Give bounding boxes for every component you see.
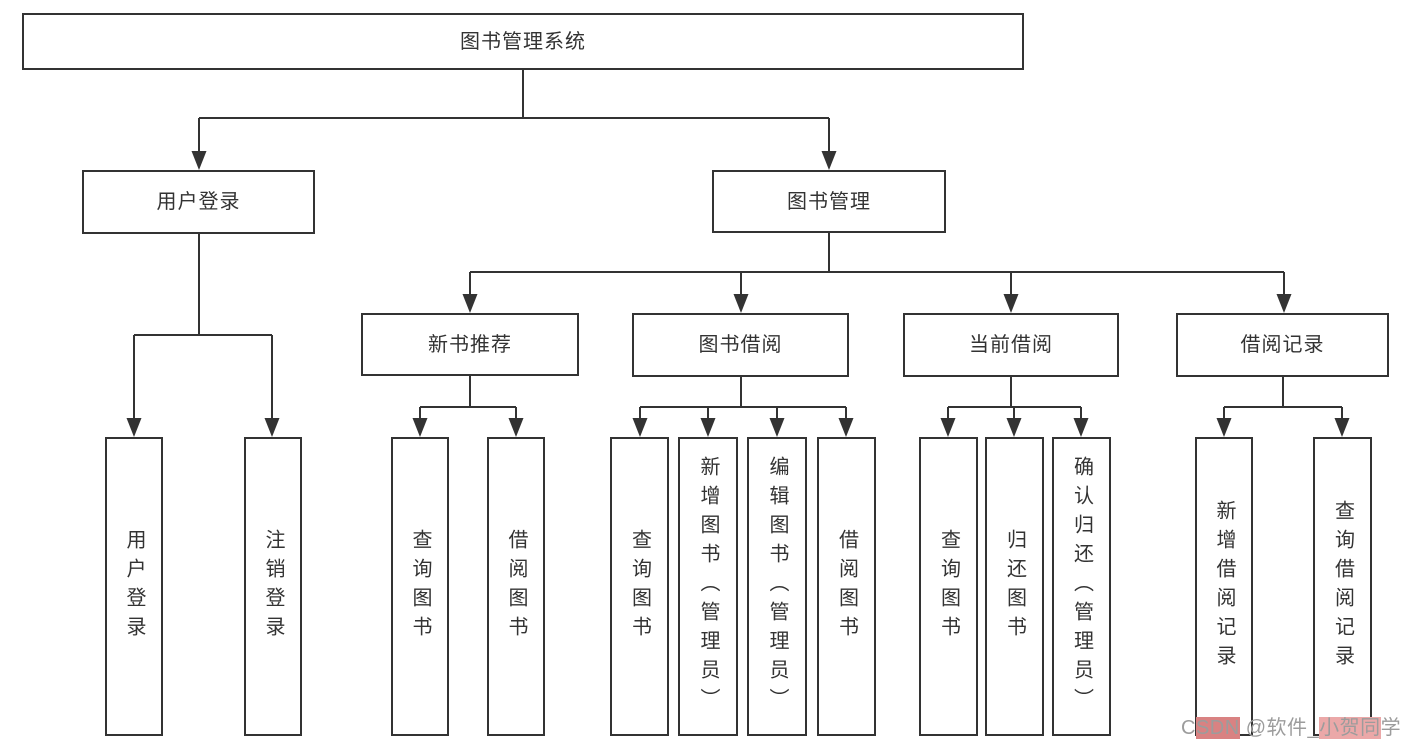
arrowheads: [126, 151, 1350, 437]
node-label: 确认归还（管理员）: [1070, 456, 1093, 717]
node-bb-query-books: 查询图书: [610, 437, 669, 736]
node-root: 图书管理系统: [22, 13, 1024, 70]
node-cb-query-books: 查询图书: [919, 437, 978, 736]
node-label: 用户登录: [156, 191, 241, 213]
node-book-mgmt: 图书管理: [712, 170, 946, 233]
node-label: 归还图书: [1003, 528, 1026, 645]
node-br-query-record: 查询借阅记录: [1313, 437, 1372, 736]
node-borrow-records: 借阅记录: [1176, 313, 1389, 377]
node-label: 用户登录: [123, 528, 145, 645]
node-label: 图书借阅: [698, 334, 783, 356]
watermark-name-highlight: 小贺同: [1319, 717, 1381, 739]
node-label: 借阅图书: [835, 528, 858, 645]
node-leaf-user-login: 用户登录: [105, 437, 163, 736]
node-label: 查询图书: [937, 528, 960, 645]
node-cb-confirm-return: 确认归还（管理员）: [1052, 437, 1111, 736]
node-book-borrow: 图书借阅: [632, 313, 849, 377]
node-br-add-record: 新增借阅记录: [1195, 437, 1253, 736]
node-label: 注销登录: [262, 528, 284, 645]
watermark-suffix: 学: [1380, 717, 1402, 739]
node-label: 新增借阅记录: [1213, 499, 1235, 674]
node-label: 新增图书（管理员）: [697, 456, 719, 717]
node-label: 图书管理系统: [460, 30, 586, 53]
node-new-book-rec: 新书推荐: [361, 313, 579, 376]
node-user-login: 用户登录: [82, 170, 315, 234]
node-rec-borrow-books: 借阅图书: [487, 437, 545, 736]
node-rec-query-books: 查询图书: [391, 437, 449, 736]
watermark-prefix: C: [1181, 717, 1196, 739]
node-label: 借阅图书: [505, 528, 527, 645]
watermark-brand-highlight: SDN: [1195, 717, 1240, 739]
node-cb-return-books: 归还图书: [985, 437, 1044, 736]
node-bb-edit-books: 编辑图书（管理员）: [747, 437, 807, 736]
node-label: 查询图书: [409, 528, 431, 645]
node-bb-add-books: 新增图书（管理员）: [678, 437, 738, 736]
node-label: 编辑图书（管理员）: [766, 456, 788, 717]
node-bb-borrow-books: 借阅图书: [817, 437, 876, 736]
connector-lines: [133, 70, 1343, 423]
node-label: 查询图书: [628, 528, 651, 645]
node-label: 借阅记录: [1240, 334, 1325, 356]
watermark-middle: @软件_: [1239, 717, 1320, 739]
csdn-watermark: CSDN @软件_小贺同学: [1181, 716, 1401, 740]
node-label: 新书推荐: [428, 333, 512, 356]
node-current-borrow: 当前借阅: [903, 313, 1119, 377]
node-label: 当前借阅: [969, 334, 1053, 356]
node-leaf-logout: 注销登录: [244, 437, 302, 736]
node-label: 图书管理: [787, 190, 871, 213]
node-label: 查询借阅记录: [1331, 499, 1354, 674]
